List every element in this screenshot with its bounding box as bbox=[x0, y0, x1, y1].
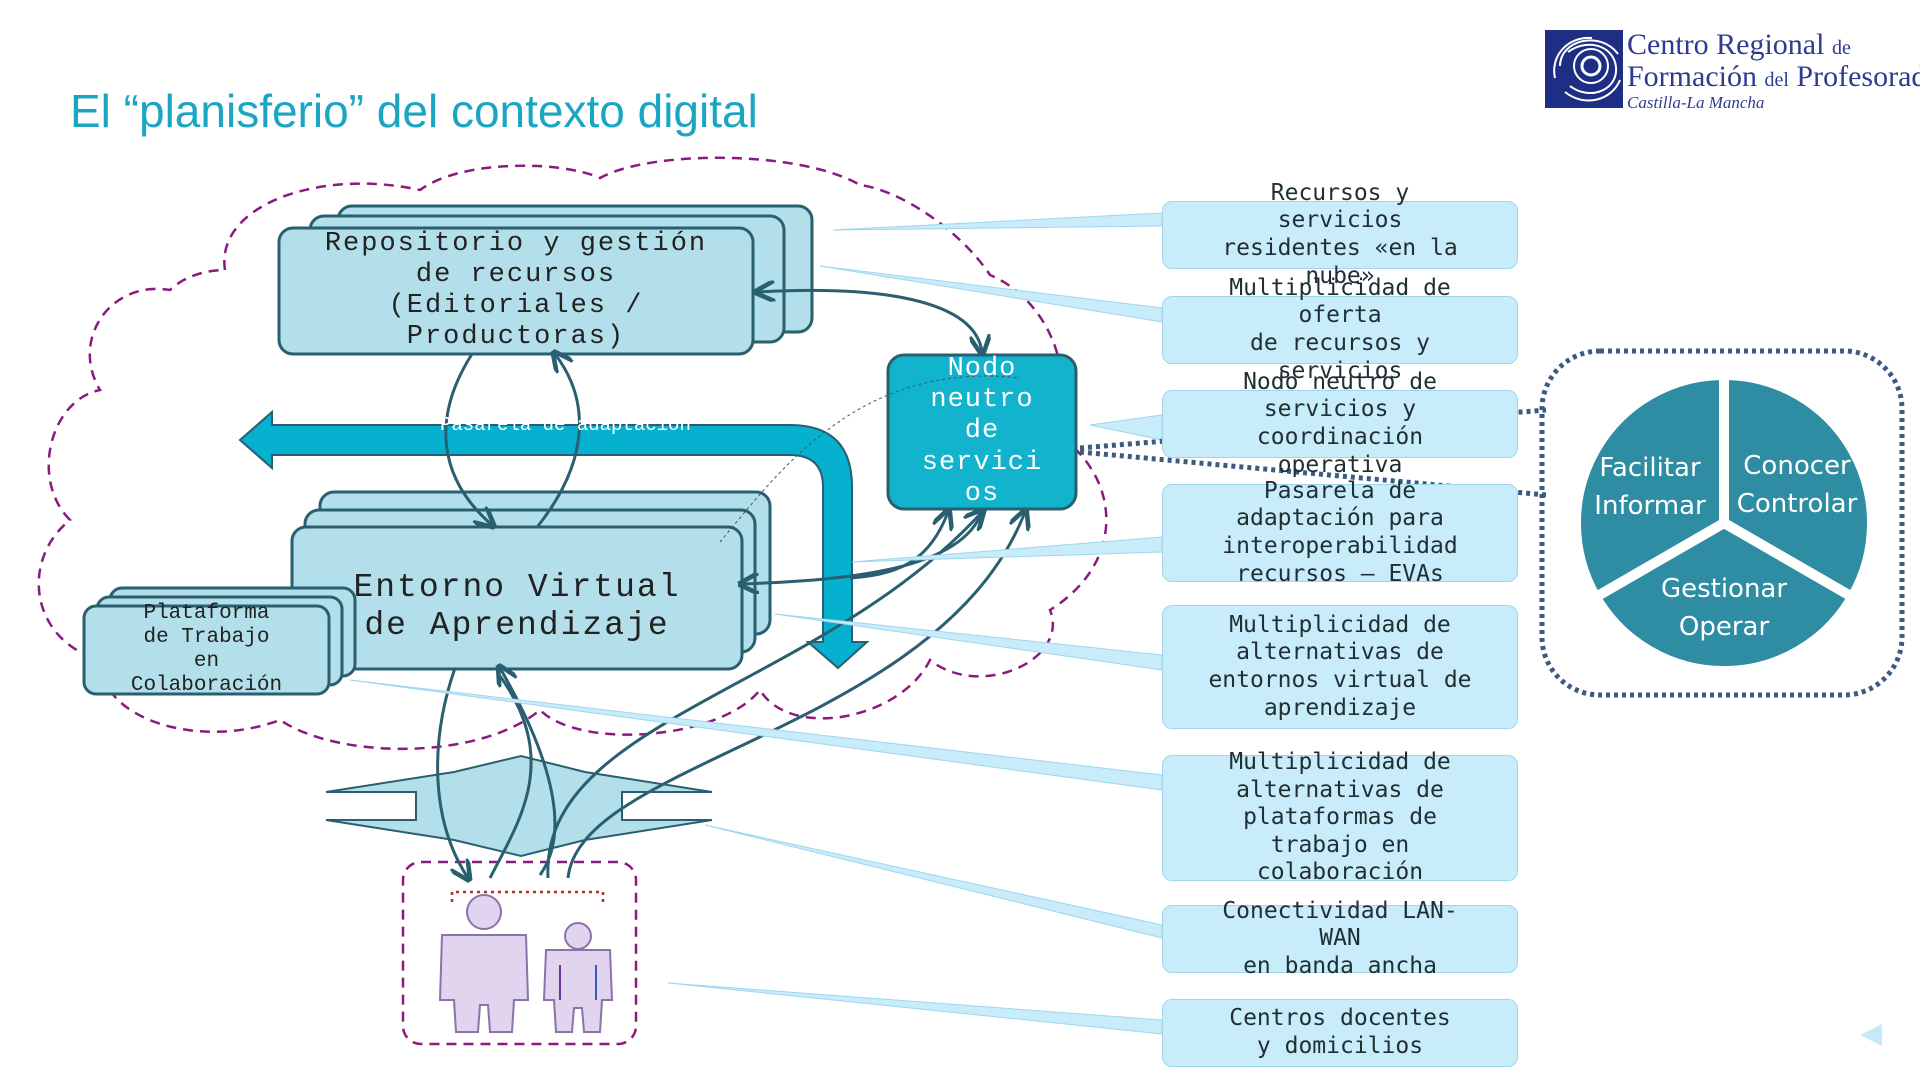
function-conocer-controlar: Conocer Controlar bbox=[1736, 451, 1858, 519]
slide-title: El “planisferio” del contexto digital bbox=[70, 85, 758, 137]
people-group-frame bbox=[401, 860, 638, 1046]
callout-plataformas-colaboracion: Multiplicidad de alternativas de platafo… bbox=[1162, 749, 1518, 885]
pasarela-arrow bbox=[238, 409, 870, 670]
callout-multiplicidad-oferta: Multiplicidad de oferta de recursos y se… bbox=[1162, 275, 1518, 384]
logo-line-2-main: Formación bbox=[1627, 60, 1765, 93]
callout-pointers bbox=[349, 212, 1163, 1035]
logo-mark bbox=[1545, 30, 1623, 108]
pasarela-label: Pasarela de adaptación bbox=[440, 414, 691, 437]
logo-line-2-small: del bbox=[1764, 69, 1789, 91]
connection-lines bbox=[436, 290, 1025, 878]
previous-slide-icon[interactable] bbox=[1860, 1024, 1882, 1046]
callout-pasarela: Pasarela de adaptación para interoperabi… bbox=[1162, 478, 1518, 587]
pie-slice-gestionar bbox=[1590, 518, 1858, 676]
eva-label: Entorno Virtual de Aprendizaje bbox=[353, 569, 681, 644]
logo-line-2-end: Profesorado bbox=[1796, 60, 1920, 93]
pie-slice-facilitar bbox=[1570, 370, 1729, 602]
nodo-label: Nodo neutro de servici os bbox=[921, 354, 1043, 509]
plataforma-box bbox=[82, 604, 331, 696]
logo-line-1-main: Centro Regional bbox=[1627, 28, 1832, 61]
function-gestionar-operar: Gestionar Operar bbox=[1660, 574, 1788, 642]
function-facilitar-informar: Facilitar Informar bbox=[1594, 453, 1706, 521]
functions-pie bbox=[1570, 370, 1878, 676]
callout-nodo-neutro: Nodo neutro de servicios y coordinación … bbox=[1162, 369, 1518, 478]
logo: Centro Regional de Formación del Profeso… bbox=[1627, 30, 1920, 112]
people-icon bbox=[438, 894, 614, 1033]
callout-centros-docentes: Centros docentes y domicilios bbox=[1162, 999, 1518, 1067]
logo-line-2: Formación del Profesorado bbox=[1627, 62, 1920, 92]
logo-line-1-small: de bbox=[1831, 37, 1851, 59]
logo-line-3: Castilla-La Mancha bbox=[1627, 93, 1765, 112]
connectivity-arrow bbox=[325, 754, 713, 858]
thin-dashed-link bbox=[719, 375, 1021, 543]
repositorio-box bbox=[277, 226, 755, 356]
functions-panel bbox=[1539, 348, 1905, 698]
repositorio-label: Repositorio y gestión de recursos (Edito… bbox=[324, 228, 708, 353]
callout-conectividad: Conectividad LAN- WAN en banda ancha bbox=[1162, 898, 1518, 979]
plataforma-label: Plataforma de Trabajo en Colaboración bbox=[130, 601, 283, 698]
callout-recursos-nube: Recursos y servicios residentes «en la n… bbox=[1162, 180, 1518, 289]
callout-entornos-virtuales: Multiplicidad de alternativas de entorno… bbox=[1162, 605, 1518, 729]
people-bracket bbox=[450, 890, 605, 902]
logo-line-1: Centro Regional de bbox=[1627, 30, 1920, 60]
